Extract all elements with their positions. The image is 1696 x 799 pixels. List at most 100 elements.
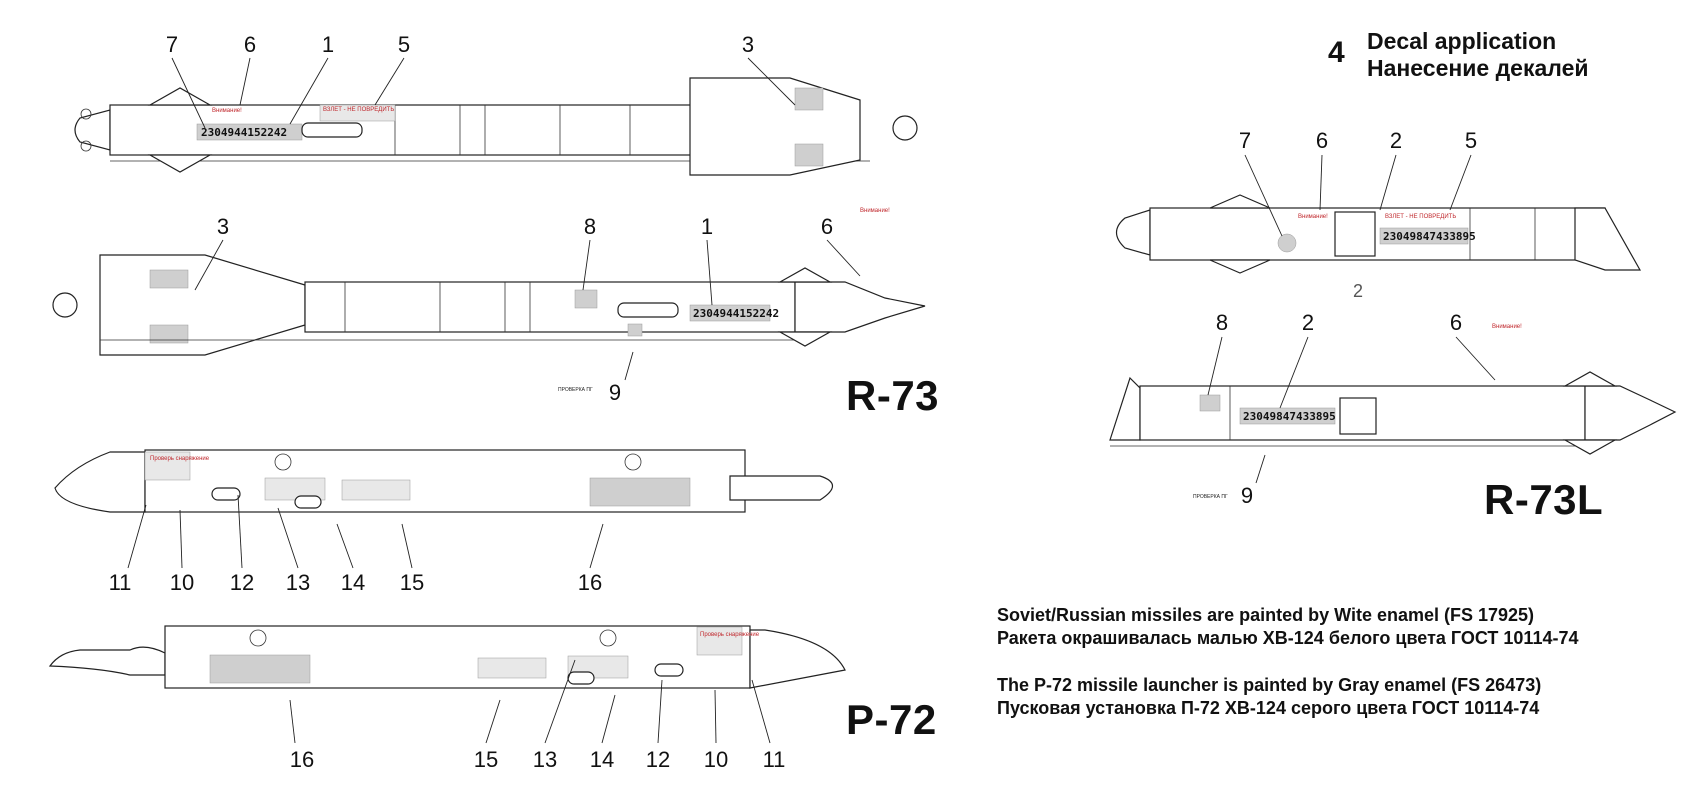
r73l-bottom-leader-9: [1255, 454, 1266, 484]
p72-top-front-fairing: [54, 451, 146, 513]
p72-top-leader-10: [179, 509, 183, 569]
p72-bottom-leader-10: [714, 689, 717, 744]
p72-bottom-callout-13: 13: [533, 747, 557, 772]
r73-top-leader-5: [374, 57, 405, 106]
r73l-top-callout-5: 5: [1465, 128, 1477, 153]
r73-bottom-leader-9: [624, 351, 634, 381]
r73l-top-serial-plate: [1379, 227, 1469, 245]
r73l-top-leader-7: [1244, 154, 1283, 237]
r73l-bottom-nose: [1584, 385, 1677, 441]
p72-bottom-leader-12: [657, 679, 663, 744]
r73l-bottom-serial-plate: [1239, 407, 1336, 425]
r73l-top-callout-2: 2: [1390, 128, 1402, 153]
r73l-top-tail: [1574, 207, 1642, 271]
r73l-bottom-access-panel: [1339, 397, 1377, 435]
r73l-bottom-leader-6: [1455, 336, 1496, 381]
title-english: Decal application: [1367, 28, 1557, 54]
r73-top-canard-upper: [147, 87, 213, 106]
r73-top-callout-5: 5: [398, 32, 410, 57]
p72-bottom-callout-11: 11: [763, 747, 786, 772]
r73l-bottom-tail: [1109, 376, 1141, 441]
r73-bottom-nose: [794, 281, 926, 333]
p72-bottom-leader-16: [289, 699, 296, 744]
r73l-bottom-small-gray-decal: [1199, 394, 1221, 412]
paint-note-launcher: The P-72 missile launcher is painted by …: [997, 674, 1541, 720]
r73-bottom-callout-9: 9: [609, 380, 621, 405]
r73-bottom-callout-3: 3: [217, 214, 229, 239]
p72-top-callout-14: 14: [341, 570, 365, 595]
p72-bottom-warning-label: Проверь снаряжение: [700, 632, 760, 638]
r73l-bottom-callout-8: 8: [1216, 310, 1228, 335]
r73l-top-body: [1149, 207, 1606, 261]
p72-top-gray-decal: [589, 477, 691, 507]
r73-top-canard-lower: [147, 154, 213, 173]
r73-bottom-ground-decal: [627, 323, 643, 337]
r73-top-leader-1: [289, 57, 329, 125]
r73-bottom-callout-6: 6: [821, 214, 833, 239]
r73-top-gray-decal-upper: [794, 87, 824, 111]
paint-note-launcher-en: The P-72 missile launcher is painted by …: [997, 675, 1542, 695]
step-number: 4: [1328, 36, 1345, 69]
r73-bottom-leader-3: [194, 239, 224, 291]
p72-top-leader-12: [237, 494, 243, 569]
r73-bottom-tail-unit: [52, 292, 78, 318]
p72-bottom-front-fairing: [749, 629, 846, 689]
p72-bottom-red-decal-3: [696, 626, 743, 656]
r73-bottom-leader-6: [826, 239, 861, 277]
r73l-bottom-callout-6: 6: [1450, 310, 1462, 335]
p72-top-leader-14: [336, 523, 354, 569]
r73l-bottom-callout-9: 9: [1241, 483, 1253, 508]
r73-bottom-view: 2304944152242 Внимание! ПРОВЕРКА ПГ 3 8 …: [52, 208, 926, 405]
r73l-top-leader-6: [1319, 154, 1323, 211]
r73l-mid-callout-2: 2: [1353, 281, 1363, 301]
designation-r73l: R-73L: [1484, 476, 1604, 523]
r73l-top-warning-label: Внимание!: [1298, 214, 1328, 220]
r73l-top-nose: [1115, 209, 1151, 256]
r73-top-tail-unit: [892, 115, 918, 141]
p72-bottom-leader-14: [601, 694, 616, 744]
r73-top-rear-wing: [689, 77, 861, 176]
p72-top-hatch-2: [294, 495, 322, 509]
r73-bottom-hatch: [617, 302, 679, 318]
paint-note-missiles-en: Soviet/Russian missiles are painted by W…: [997, 605, 1535, 625]
r73-top-nose: [74, 109, 111, 151]
p72-top-red-decal-1: [144, 451, 191, 481]
r73-bottom-gray-decal-lower: [149, 324, 189, 344]
r73l-bottom-warning-label: Внимание!: [1492, 324, 1522, 330]
p72-top-callout-12: 12: [230, 570, 254, 595]
r73-bottom-serial-plate: [689, 304, 771, 322]
r73-top-red-label: ВЗЛЕТ - НЕ ПОВРЕДИТЬ: [323, 107, 394, 113]
r73l-bottom-leader-8: [1207, 336, 1223, 396]
r73-top-nose-fin: [80, 108, 92, 120]
title-russian: Нанесение декалей: [1367, 55, 1589, 81]
r73-bottom-small-gray-decal: [574, 289, 598, 309]
r73-bottom-leader-1: [706, 239, 713, 306]
r73l-top-round-decal: [1277, 233, 1297, 253]
r73-top-serial: 2304944152242: [201, 126, 287, 139]
p72-bottom-leader-15: [485, 699, 501, 744]
p72-top-leader-15: [401, 523, 413, 569]
r73l-top-canard-upper: [1209, 194, 1271, 209]
p72-top-callout-11: 11: [109, 570, 132, 595]
p72-top-bolt-2: [624, 453, 642, 471]
designation-r73: R-73: [846, 372, 940, 419]
p72-top-callout-10: 10: [170, 570, 194, 595]
designation-p72: P-72: [846, 696, 937, 743]
r73l-top-access-panel: [1334, 211, 1376, 257]
r73l-top-leader-5: [1449, 154, 1472, 211]
p72-bottom-hatch-2: [654, 663, 684, 677]
p72-bottom-gray-decal: [209, 654, 311, 684]
r73-top-leader-6: [239, 57, 251, 106]
r73-top-leader-3: [747, 57, 796, 106]
r73-bottom-serial: 2304944152242: [693, 307, 779, 320]
p72-bottom-callout-16: 16: [290, 747, 314, 772]
p72-bottom-red-decal-1: [477, 657, 547, 679]
p72-top-leader-11: [127, 504, 147, 569]
r73l-bottom-callout-2: 2: [1302, 310, 1314, 335]
r73-bottom-gray-decal-upper: [149, 269, 189, 289]
p72-bottom-hatch: [567, 671, 595, 685]
r73-bottom-small-label: ПРОВЕРКА ПГ: [558, 387, 593, 393]
p72-top-view: Проверь снаряжение 11 10 12 13 14 15 16: [54, 449, 834, 595]
r73-top-gray-decal-lower: [794, 143, 824, 167]
p72-bottom-rear-fairing: [48, 646, 166, 676]
